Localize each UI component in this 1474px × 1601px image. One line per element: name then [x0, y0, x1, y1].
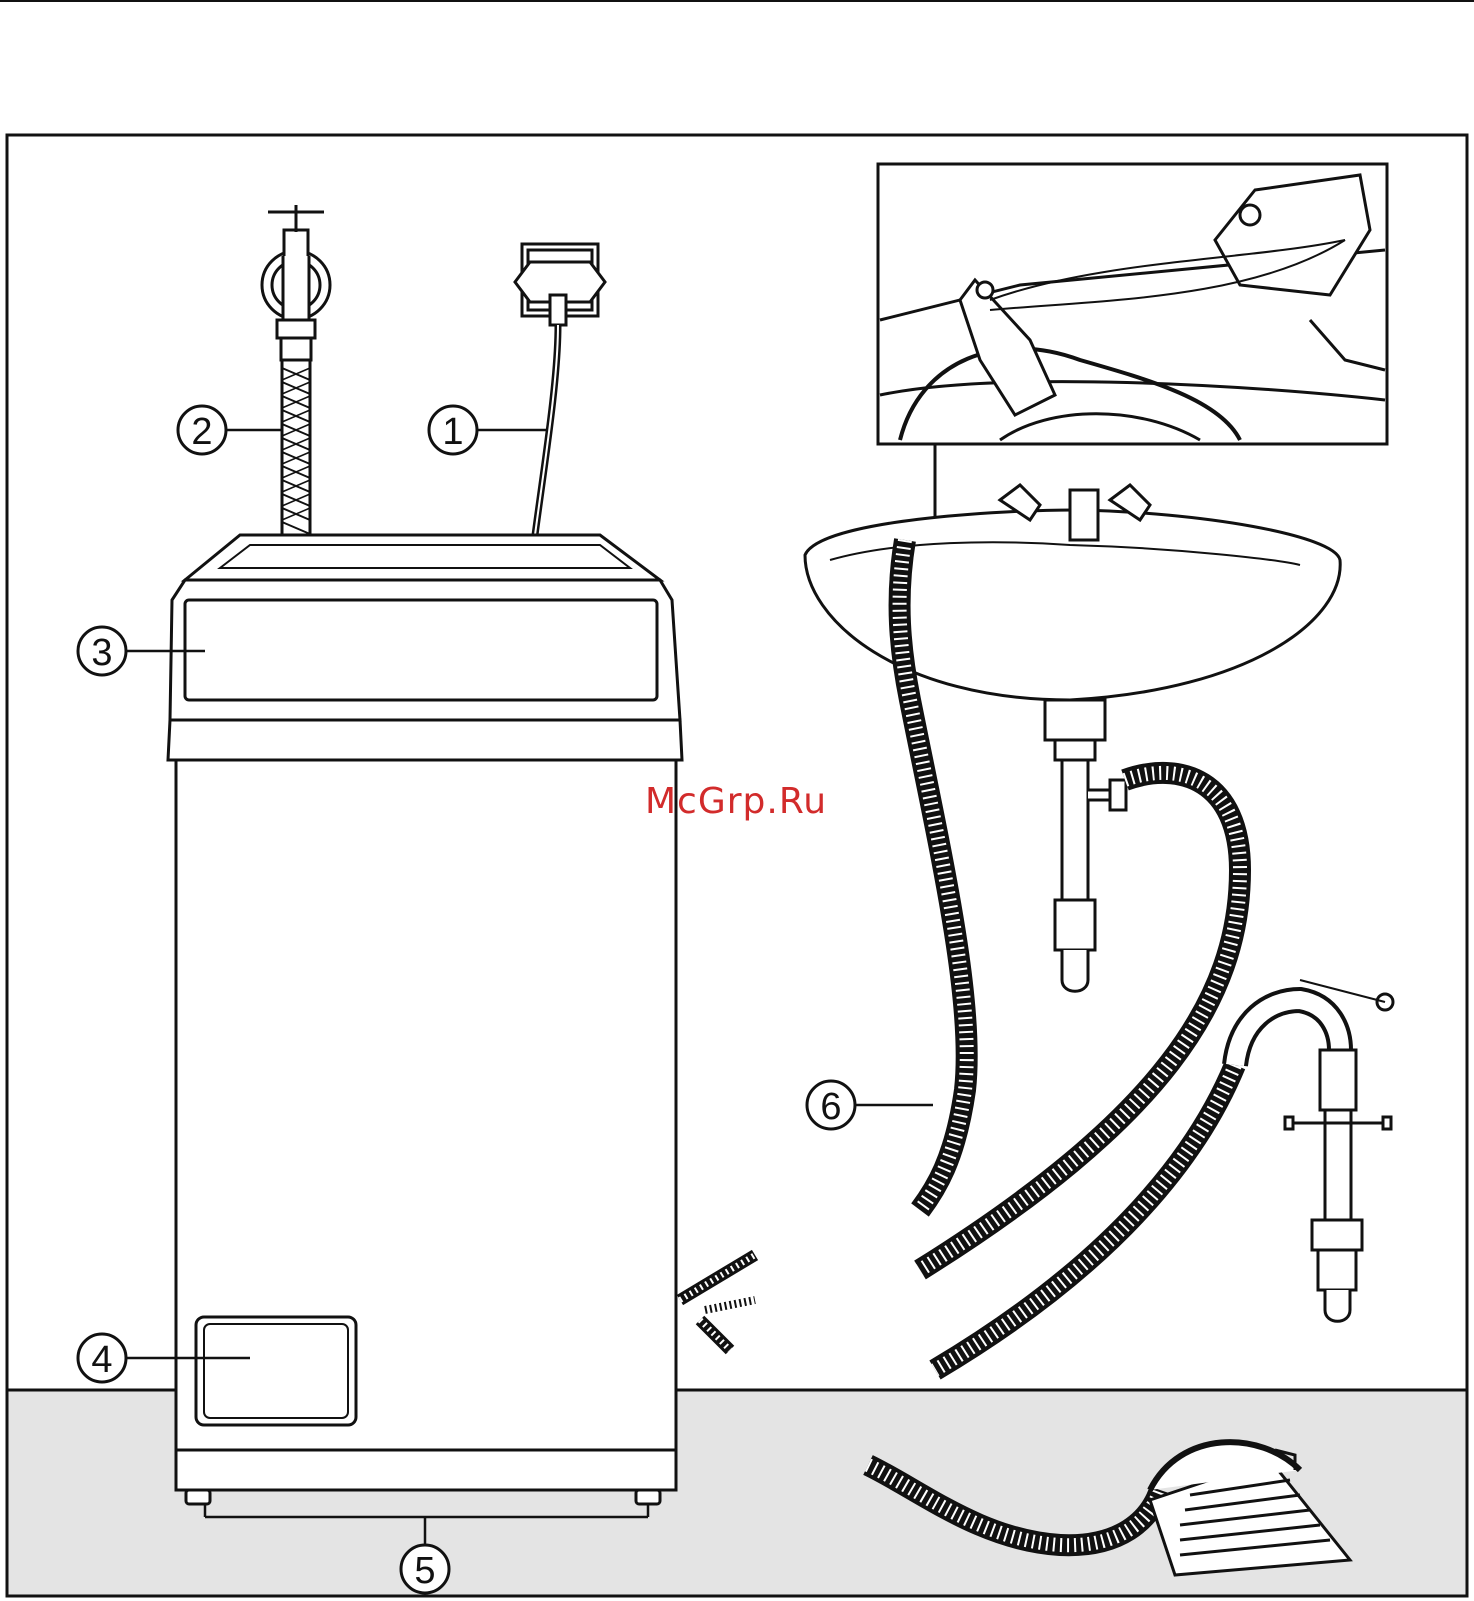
callout-4: 4	[78, 1334, 126, 1382]
callout-2: 2	[178, 406, 226, 454]
watermark: McGrp.Ru	[645, 781, 827, 822]
callout-6-label: 6	[820, 1086, 841, 1128]
callout-1-label: 1	[442, 411, 463, 453]
power-socket-icon	[515, 244, 605, 325]
callout-2-label: 2	[191, 411, 212, 453]
water-tap-icon	[262, 205, 330, 360]
standpipe-hose	[935, 1000, 1340, 1370]
callout-3: 3	[78, 627, 126, 675]
water-inlet-hose	[282, 360, 310, 535]
callout-1: 1	[429, 406, 477, 454]
wash-basin	[805, 485, 1340, 991]
callout-5: 5	[401, 1545, 449, 1593]
callout-5-label: 5	[414, 1550, 435, 1592]
callout-6: 6	[807, 1081, 855, 1129]
sink-detail-inset	[878, 164, 1387, 444]
callout-4-label: 4	[91, 1339, 112, 1381]
hose-fragments	[680, 1255, 755, 1350]
callout-3-label: 3	[91, 632, 112, 674]
